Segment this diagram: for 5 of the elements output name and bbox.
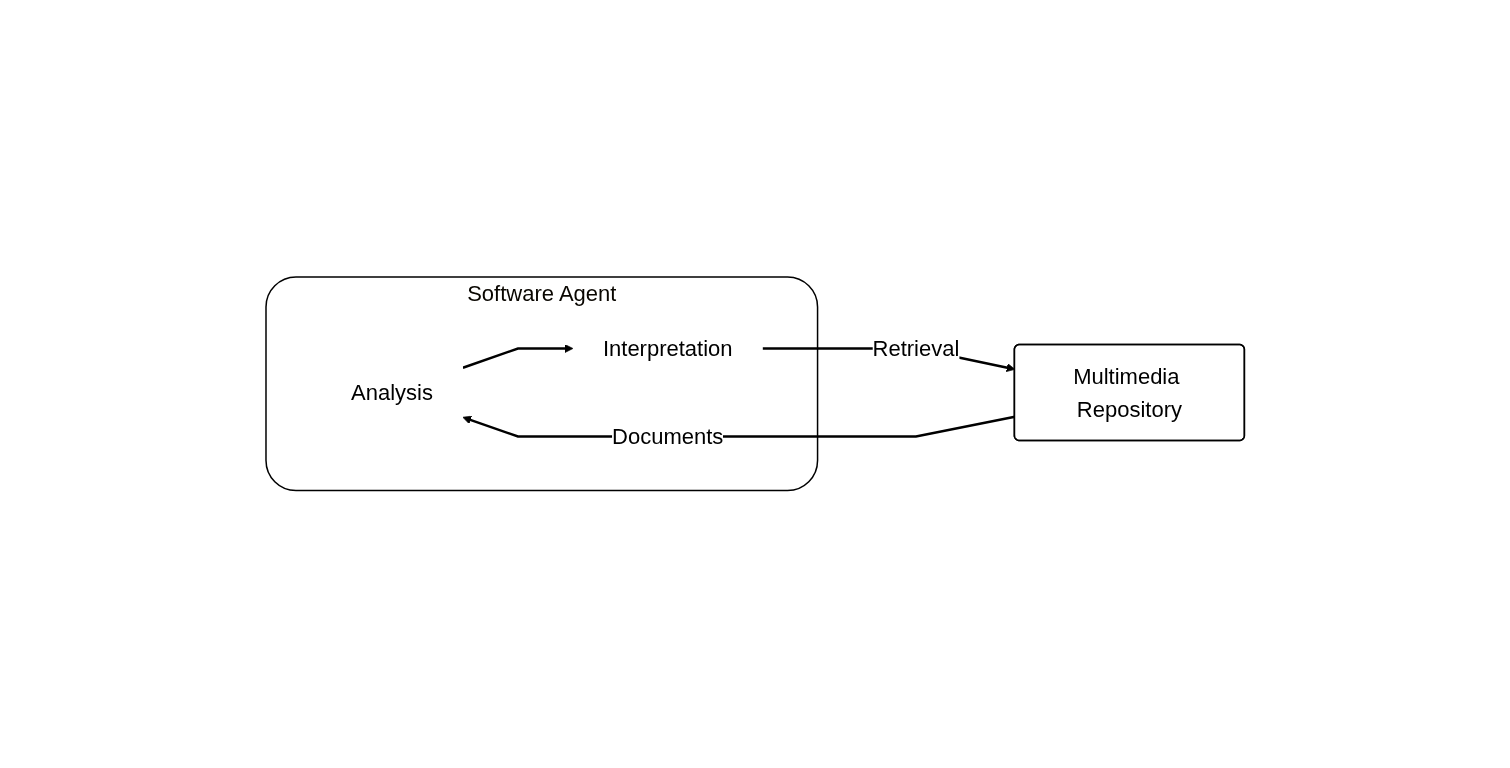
node-text: Interpretation	[602, 336, 733, 362]
arrow	[462, 344, 574, 370]
edge-label: Documents	[611, 424, 724, 450]
node-text: Analysis	[350, 380, 433, 406]
edge-label: Retrieval	[872, 336, 960, 362]
